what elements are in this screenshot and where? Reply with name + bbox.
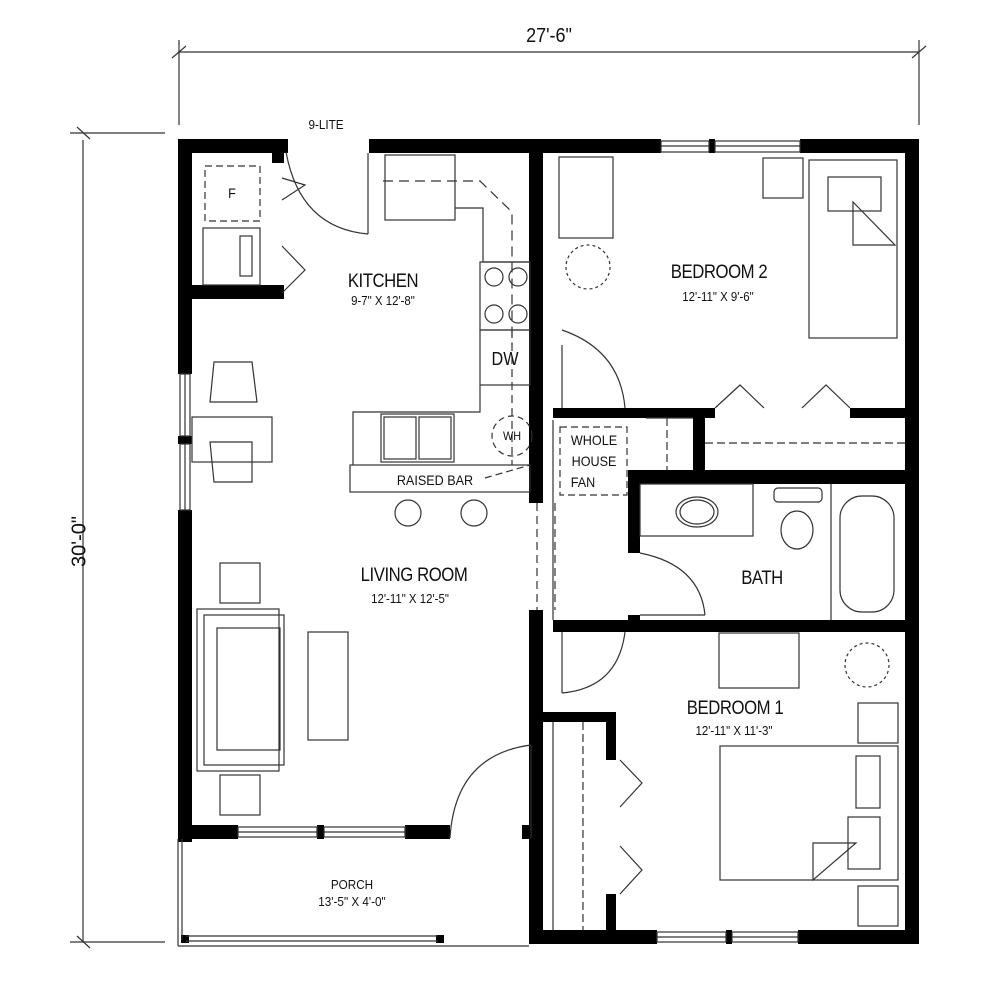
washer-dryer (202, 227, 261, 286)
fan-label-line1: WHOLE (570, 432, 618, 448)
dimension-lines (70, 40, 927, 949)
porch-name: PORCH (330, 877, 374, 892)
plant (565, 244, 611, 290)
water-heater (491, 415, 533, 457)
overall-width-dimension: 27'-6" (526, 25, 572, 47)
bar-stool (460, 499, 488, 527)
plant (844, 642, 890, 688)
bedroom2-dims: 12'-11" X 9'-6" (682, 289, 754, 304)
dishwasher (479, 329, 531, 386)
bath-fixtures (639, 483, 895, 620)
freezer (204, 165, 261, 222)
walls (178, 139, 919, 944)
refrigerator (384, 154, 456, 221)
fan-label-line2: HOUSE (571, 453, 617, 469)
water-heater-label: WH (503, 429, 521, 443)
bedroom1-name: BEDROOM 1 (686, 698, 784, 719)
raised-bar-label: RAISED BAR (396, 472, 474, 488)
fan-label-line3: FAN (570, 474, 596, 490)
porch-outline (177, 839, 529, 947)
sink (380, 413, 455, 463)
overall-depth-dimension: 30'-0" (68, 516, 91, 567)
bar-stool (394, 499, 422, 527)
bedroom2-name: BEDROOM 2 (670, 262, 768, 283)
living-room-name: LIVING ROOM (360, 565, 468, 586)
door-type-label: 9-LITE (308, 117, 344, 132)
bedroom1-furniture (718, 632, 899, 927)
bed (808, 159, 898, 339)
living-furniture (191, 361, 349, 816)
kitchen-fixtures (202, 154, 628, 527)
windows (179, 140, 801, 943)
raised-bar (349, 464, 531, 493)
bed (719, 745, 899, 881)
coffee-table (307, 631, 349, 741)
porch-dims: 13'-5" X 4'-0" (318, 894, 386, 909)
kitchen-dims: 9-7" X 12'-8" (351, 293, 415, 308)
kitchen-name: KITCHEN (347, 271, 419, 292)
whole-house-fan (559, 426, 628, 496)
doors (281, 151, 905, 930)
bath-name: BATH (741, 568, 783, 589)
dishwasher-label: DW (491, 349, 519, 369)
bedroom2-furniture (558, 156, 898, 339)
bedroom1-dims: 12'-11" X 11'-3" (695, 723, 773, 738)
freezer-label: F (228, 185, 236, 201)
living-room-dims: 12'-11" X 12'-5" (371, 591, 449, 606)
